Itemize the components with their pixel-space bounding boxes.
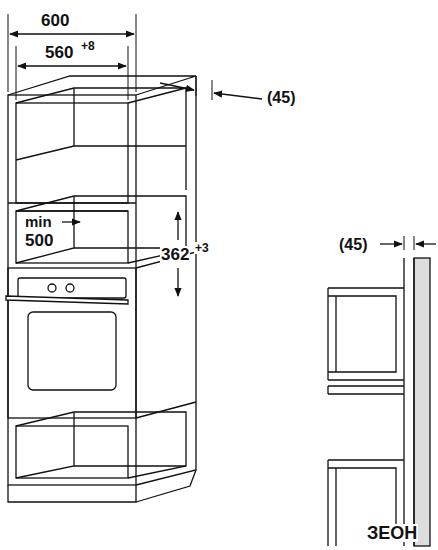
dimension-tolerance: +8 [80,40,96,52]
dimension-tolerance: +3 [194,242,210,254]
dimension-value: (45) [266,90,296,106]
watermark: ЗЕОН [366,524,418,542]
dimension-value: 500 [24,232,54,249]
dimension-value: 362 [160,246,190,263]
dimension-value: 600 [40,12,70,29]
dimension-note: min [24,214,53,229]
dimension-value: (45) [338,237,368,253]
dimension-value: 560 [44,44,74,61]
